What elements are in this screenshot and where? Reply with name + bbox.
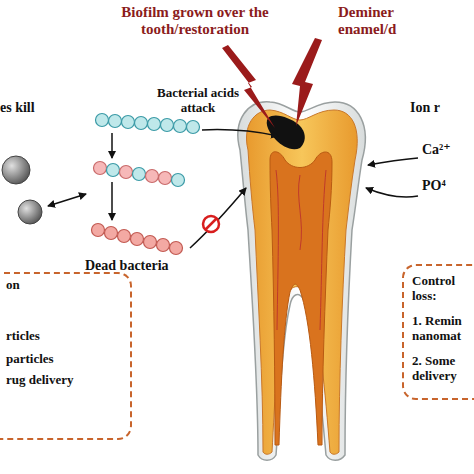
- down-arrow: [111, 182, 113, 220]
- box-text: 2. Some delivery: [412, 354, 474, 384]
- box-text: Control loss:: [412, 274, 474, 304]
- text-label: Ca²⁺: [422, 142, 474, 158]
- live-bacteria-chain: [96, 114, 200, 134]
- dashed-box: on rticles particles rug delivery: [0, 272, 132, 440]
- box-text: rug delivery: [6, 373, 106, 388]
- double-arrow: [48, 194, 86, 206]
- ion-arrow: [368, 158, 418, 165]
- text-label: Biofilm grown over the tooth/restoration: [95, 4, 295, 39]
- text-label: es kill: [0, 100, 80, 116]
- text-label: Ion r: [410, 100, 474, 116]
- box-text: rticles: [6, 329, 106, 344]
- text-label: Deminer enamel/d: [338, 4, 416, 39]
- dead-bacteria-chain: [92, 224, 183, 255]
- no-symbol: [203, 216, 219, 232]
- box-text: on: [6, 278, 106, 293]
- box-text: 1. Remin nanomat: [412, 314, 474, 344]
- nanoparticle: [18, 200, 42, 224]
- box-text: particles: [6, 352, 106, 367]
- down-arrow: [111, 133, 113, 158]
- tooth: [238, 102, 365, 460]
- acid-arrow: [202, 130, 278, 136]
- lightning-bolt: [292, 38, 322, 126]
- dashed-box: Control loss: 1. Remin nanomat 2. Some del…: [402, 264, 474, 400]
- blocked-arrow: [190, 188, 246, 248]
- text-label: Bacterial acids attack: [152, 86, 244, 116]
- nanoparticle: [2, 156, 30, 184]
- ion-arrow: [366, 188, 418, 197]
- text-label: PO⁴: [422, 178, 474, 194]
- damaged-bacteria-chain: [94, 162, 185, 187]
